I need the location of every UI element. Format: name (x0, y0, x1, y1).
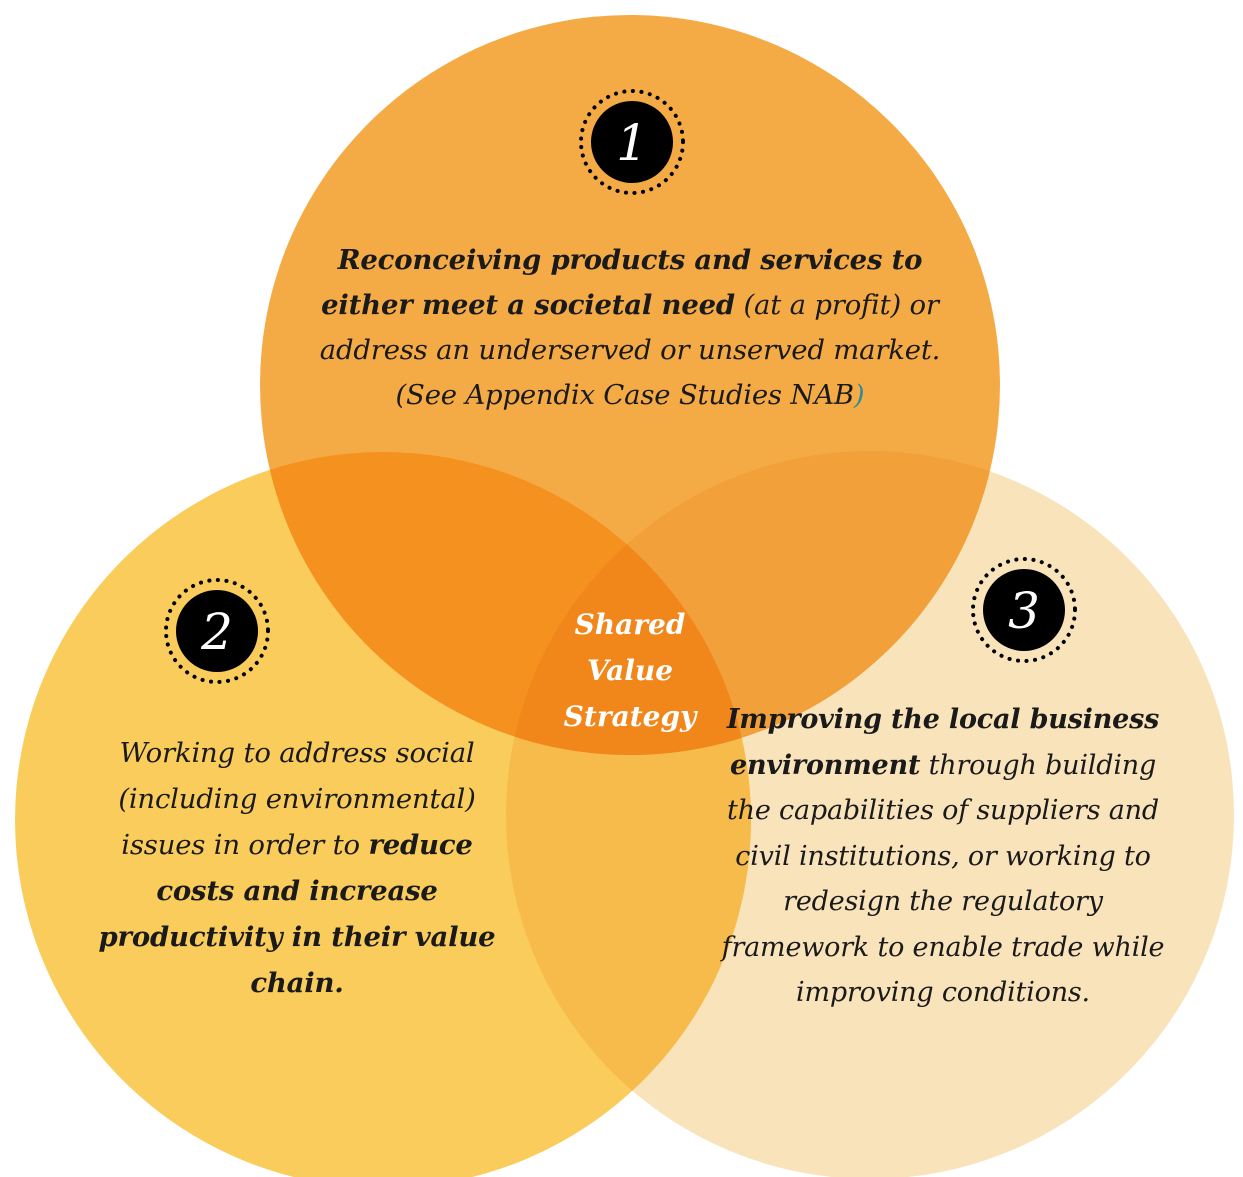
circle-1-italic-text: (at a profit) or address an underserved … (319, 289, 941, 411)
circle-2-bold-text: reduce costs and increase productivity i… (98, 829, 496, 999)
badge-2: 2 (164, 578, 270, 684)
badge-1-dotted-ring (579, 89, 685, 195)
badge-2-disc (176, 590, 258, 672)
overlap-1-2 (260, 452, 751, 755)
badge-3-disc (983, 569, 1065, 651)
circle-3-italic-text: through building the capabilities of sup… (721, 749, 1165, 1009)
center-label-line-1: Shared (574, 608, 686, 641)
overlap-1-3 (506, 451, 1000, 755)
center-label-line-3: Strategy (563, 700, 697, 733)
center-label-line-2: Value (586, 654, 674, 687)
center-label: Shared Value Strategy (520, 602, 740, 740)
badge-1-disc (591, 101, 673, 183)
badge-1: 1 (579, 89, 685, 195)
badge-3-number: 3 (1008, 582, 1040, 640)
circle-1-bold-text: Reconceiving products and services to ei… (321, 244, 923, 321)
badge-2-number: 2 (200, 603, 233, 661)
circle-2-text: Working to address social (including env… (82, 730, 512, 1006)
badge-3: 3 (971, 557, 1077, 663)
badge-1-number: 1 (616, 114, 648, 172)
circle-1-text: Reconceiving products and services to ei… (300, 238, 960, 418)
badge-2-dotted-ring (164, 578, 270, 684)
badge-3-dotted-ring (971, 557, 1077, 663)
circle-3-bold-text: Improving the local business environment (726, 704, 1160, 781)
circle-2-italic-text: Working to address social (including env… (118, 737, 476, 861)
circle-1-closing-paren: ) (853, 379, 865, 411)
circle-3-text: Improving the local business environment… (718, 697, 1168, 1016)
